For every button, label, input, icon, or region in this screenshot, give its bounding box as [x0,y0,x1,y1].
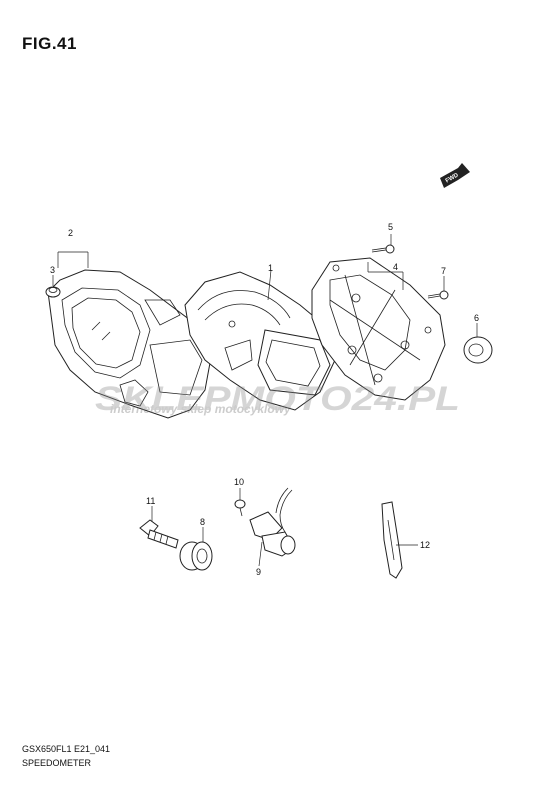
callout-7: 7 [441,266,446,276]
meter-assembly-part [184,271,336,411]
watermark-brand: SKLEPMOTO24.PL [95,380,460,418]
screw-part [427,290,449,300]
figure-footer: GSX650FL1 E21_041 SPEEDOMETER [22,742,110,770]
screw-part [234,499,246,517]
callout-5: 5 [388,222,393,232]
bracket-part [311,257,446,401]
figure-title: FIG.41 [22,34,77,53]
bolt-part [139,519,179,549]
callout-1: 1 [268,263,273,273]
speed-sensor-part [249,487,296,557]
callout-3: 3 [50,265,55,275]
diagram-code: GSX650FL1 E21_041 [22,744,111,754]
callouts: 1 2 3 4 5 6 7 8 9 10 11 12 [50,222,479,577]
fwd-arrow-icon: FWD [440,163,470,188]
lower-case-part [47,269,213,419]
clamp-part [381,501,403,579]
callout-12: 12 [420,540,430,550]
grommet-part [45,286,61,298]
callout-10: 10 [234,477,244,487]
watermark: SKLEPMOTO24.PL internetowy sklep motocyk… [95,380,460,418]
watermark-tagline: internetowy sklep motocyklowy [110,402,292,416]
callout-2: 2 [68,228,73,238]
callout-8: 8 [200,517,205,527]
screw-part [371,244,395,254]
callout-11: 11 [146,496,155,506]
grommet-part [463,336,493,364]
gear-part [179,541,213,571]
diagram-name: SPEEDOMETER [22,758,92,768]
callout-9: 9 [256,567,261,577]
callout-6: 6 [474,313,479,323]
callout-4: 4 [393,262,398,272]
leader-lines [52,234,478,567]
